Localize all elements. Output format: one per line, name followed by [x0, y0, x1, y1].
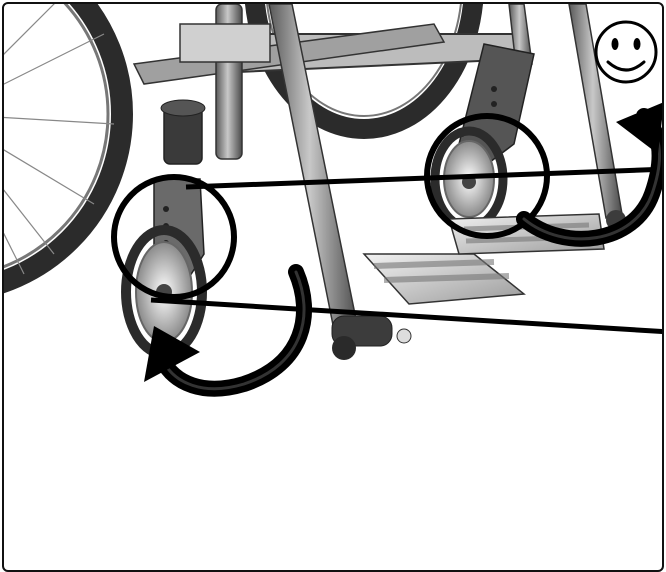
pointer-line-bottom [151, 300, 664, 332]
smiley-face-icon [596, 22, 656, 82]
castor-left [126, 100, 205, 354]
footrest-front [332, 254, 524, 360]
wheelchair-illustration [4, 4, 664, 572]
rear-wheel-left [4, 4, 122, 292]
